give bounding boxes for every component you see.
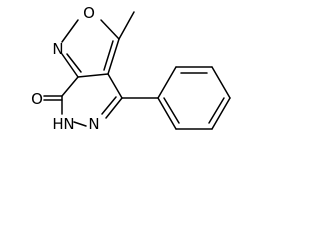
- bond-ph-double-2: [208, 97, 225, 124]
- structure-drawing: O N O H N N: [31, 4, 231, 133]
- atom-ring-nh-hydrogen: H: [52, 115, 63, 133]
- bond-c3-c3a: [107, 38, 120, 75]
- atom-isoxazole-oxygen: O: [83, 4, 95, 22]
- bond-c3a-c4: [107, 73, 123, 99]
- bond-c3-c3a-double: [103, 40, 114, 71]
- bond-c4-n5-double: [101, 96, 117, 115]
- atom-carbonyl-oxygen: O: [31, 90, 43, 108]
- atom-isoxazole-nitrogen: N: [52, 40, 63, 58]
- bond-n-c7a-double: [66, 53, 82, 73]
- bond-n-c7a: [61, 53, 79, 78]
- bond-ph-4: [211, 97, 231, 130]
- bond-c7-c7a: [61, 76, 79, 97]
- bond-o-n: [61, 19, 79, 43]
- bond-c4-n5: [105, 97, 123, 119]
- bond-ph-3: [211, 66, 231, 99]
- molecule-canvas: O N O H N N: [0, 0, 251, 147]
- bond-n5-n6: [73, 121, 87, 127]
- bond-ph-double-3: [163, 97, 180, 124]
- bond-ph-6: [157, 97, 177, 130]
- bond-c3-o: [100, 19, 120, 40]
- bond-ph-1: [157, 66, 177, 99]
- atom-ring-nitrogen: N: [88, 115, 99, 133]
- bond-methyl: [118, 11, 135, 40]
- bond-c3a-c7a: [77, 73, 109, 78]
- atom-ring-nh-nitrogen: N: [63, 115, 74, 133]
